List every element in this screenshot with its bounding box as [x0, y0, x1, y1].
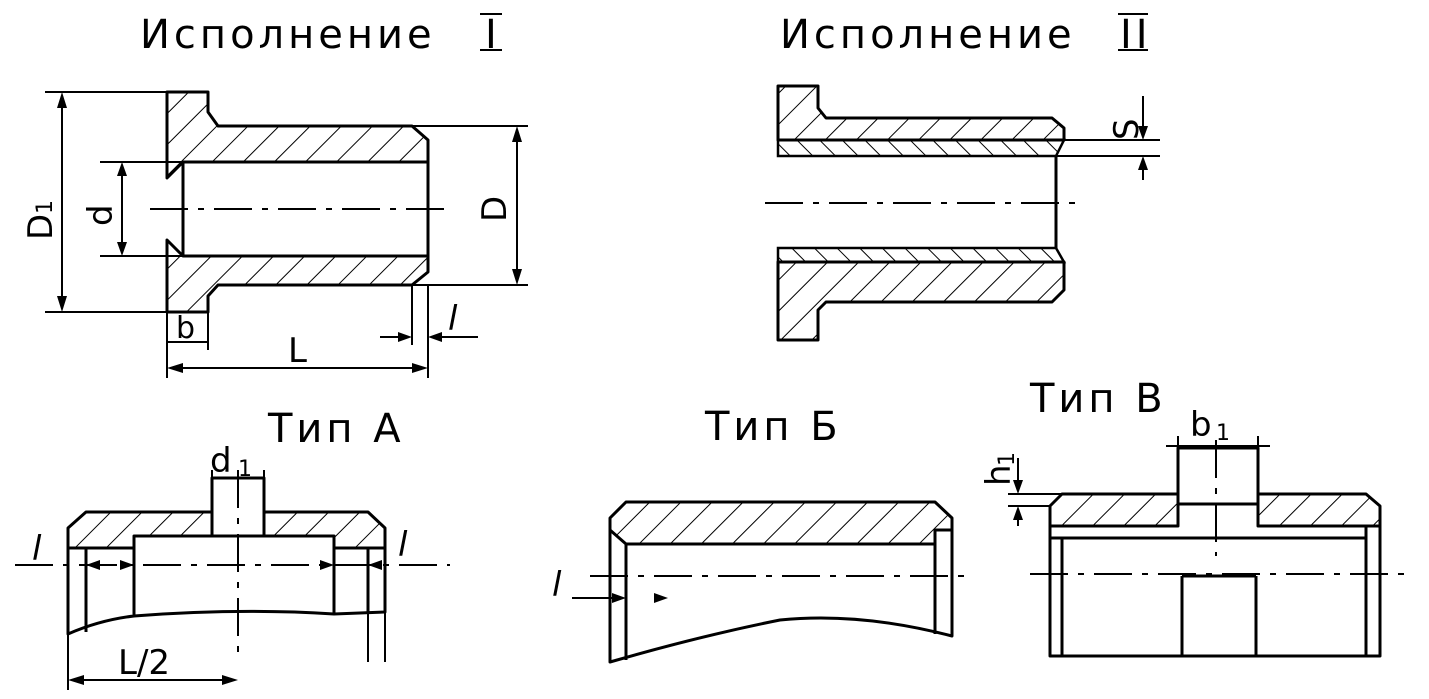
variant-1-section: D 1 d D b L l [21, 90, 528, 378]
dim-l-type-a-left: l [32, 529, 42, 569]
dim-b1: b [1190, 405, 1212, 445]
dim-h1: h [979, 464, 1019, 486]
type-b-title: Тип Б [704, 404, 842, 450]
variant-2-upper-liner [776, 138, 1067, 158]
type-b-wall [608, 500, 954, 546]
dim-L-half: L/2 [118, 643, 170, 683]
type-a-wall-right [262, 510, 387, 550]
dim-L: L [288, 331, 307, 371]
type-a-wall-left [66, 510, 214, 550]
dim-b1-sub: 1 [1216, 421, 1230, 446]
type-v-section: b 1 h 1 [979, 405, 1405, 658]
type-b-body-outline [608, 530, 954, 664]
type-b-section: l [552, 500, 965, 664]
dim-l-type-b: l [552, 565, 562, 605]
dim-d1: d [210, 441, 232, 481]
variant-1-title: Исполнение [140, 12, 436, 58]
type-v-wall-left [1048, 492, 1180, 528]
dim-D1: D [21, 214, 61, 240]
type-a-section: d 1 l l L/2 [15, 441, 450, 690]
variant-1-upper-wall [165, 90, 430, 180]
variant-2-numeral: II [1120, 12, 1152, 58]
dim-l-type-a-right: l [398, 525, 408, 565]
type-a-body-outline [66, 548, 387, 636]
dim-d1-sub: 1 [238, 457, 252, 482]
dim-D1-sub: 1 [33, 200, 58, 214]
variant-2-title: Исполнение [780, 12, 1076, 58]
dim-h1-sub: 1 [995, 452, 1020, 466]
dim-D: D [475, 196, 515, 222]
variant-2-section: S [765, 84, 1160, 342]
type-v-title: Тип В [1029, 376, 1167, 422]
type-v-oil-slot [1176, 446, 1260, 506]
dim-S: S [1107, 118, 1147, 140]
variant-2-upper-shell [776, 84, 1066, 142]
dim-l: l [448, 299, 458, 339]
type-a-title: Тип А [267, 406, 405, 452]
variant-2-lower-liner [776, 246, 1067, 264]
variant-1-numeral: I [485, 12, 501, 58]
variant-2-lower-shell [776, 260, 1066, 342]
dim-b: b [176, 311, 195, 346]
dim-d: d [81, 204, 121, 226]
type-v-wall-right [1256, 492, 1382, 528]
variant-1-lower-wall [165, 238, 430, 314]
type-v-body-outline [1048, 526, 1382, 658]
